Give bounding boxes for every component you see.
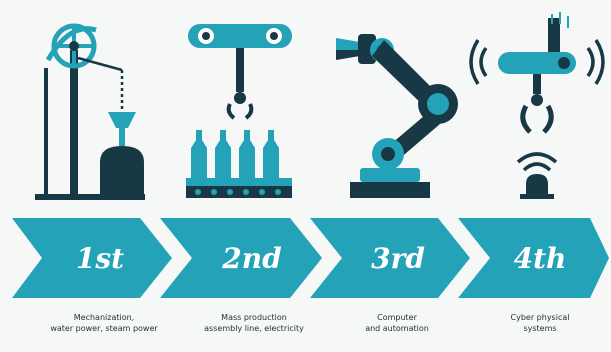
illustrations <box>35 12 605 200</box>
timeline-arrow-3rd: 3rd <box>310 218 470 298</box>
timeline-arrow-4th: 4th <box>458 218 609 298</box>
caption-4th: Cyber physical systems <box>470 312 610 334</box>
robot-arm-icon <box>336 34 458 198</box>
timeline-arrow-1st: 1st <box>12 218 172 298</box>
arrow-label-4th: 4th <box>514 242 567 275</box>
captions: Mechanization, water power, steam power … <box>0 312 611 352</box>
steam-engine-icon <box>35 23 145 200</box>
caption-3rd-line-1: Computer <box>377 313 417 322</box>
caption-2nd: Mass production assembly line, electrici… <box>184 312 324 334</box>
arrow-label-1st: 1st <box>76 242 124 275</box>
timeline-arrow-2nd: 2nd <box>160 218 322 298</box>
caption-2nd-line-1: Mass production <box>221 313 287 322</box>
caption-1st-line-1: Mechanization, <box>73 313 135 322</box>
caption-4th-line-1: Cyber physical <box>510 313 570 322</box>
caption-1st-line-2: water power, steam power <box>50 324 158 333</box>
caption-4th-line-2: systems <box>523 324 557 333</box>
arrow-label-2nd: 2nd <box>221 242 281 275</box>
caption-3rd: Computer and automation <box>327 312 467 334</box>
arrow-label-3rd: 3rd <box>371 242 425 275</box>
caption-2nd-line-2: assembly line, electricity <box>204 324 304 333</box>
connected-robot-icon <box>469 12 605 199</box>
timeline-arrows: 1st 2nd 3rd 4th <box>12 218 609 298</box>
caption-1st: Mechanization, water power, steam power <box>34 312 174 334</box>
caption-3rd-line-2: and automation <box>365 324 429 333</box>
assembly-line-icon <box>186 24 292 198</box>
